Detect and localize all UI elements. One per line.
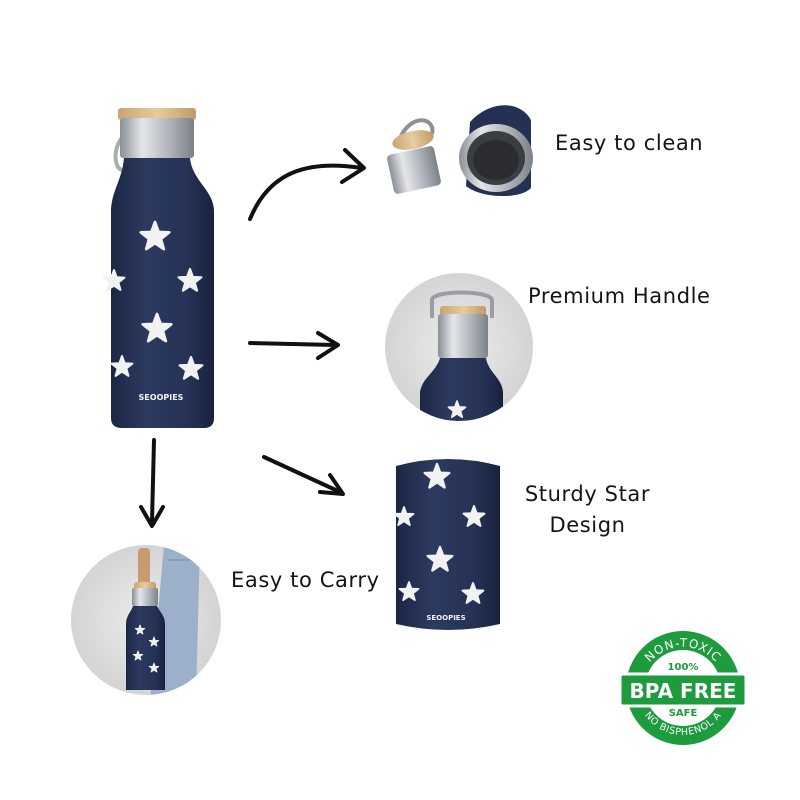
badge-main: BPA FREE [630, 679, 737, 703]
feature-label-premium-handle: Premium Handle [528, 284, 711, 308]
bottle-body [111, 158, 214, 428]
arrow-to-design [262, 455, 342, 494]
arrow-to-carry [150, 438, 156, 524]
arrows [139, 148, 366, 528]
carry-photo [71, 545, 221, 695]
clean-photo [387, 105, 533, 197]
design-logo: SEOOPIES [426, 614, 465, 622]
bamboo-lid [118, 108, 196, 120]
badge-safe: SAFE [669, 708, 698, 719]
feature-label-easy-to-clean: Easy to clean [555, 131, 704, 155]
handle-photo [385, 273, 533, 421]
steel-cap [120, 118, 194, 158]
arrow-to-handle [248, 341, 337, 347]
design-photo [393, 459, 500, 630]
main-bottle [102, 108, 214, 428]
arrow-to-clean [248, 163, 364, 221]
bpa-free-badge [618, 631, 748, 745]
feature-label-sturdy-star-design: Sturdy Star Design [524, 482, 651, 537]
bottle-logo: SEOOPIES [139, 393, 184, 402]
badge-percent: 100% [668, 662, 699, 673]
feature-label-easy-to-carry: Easy to Carry [231, 568, 380, 592]
